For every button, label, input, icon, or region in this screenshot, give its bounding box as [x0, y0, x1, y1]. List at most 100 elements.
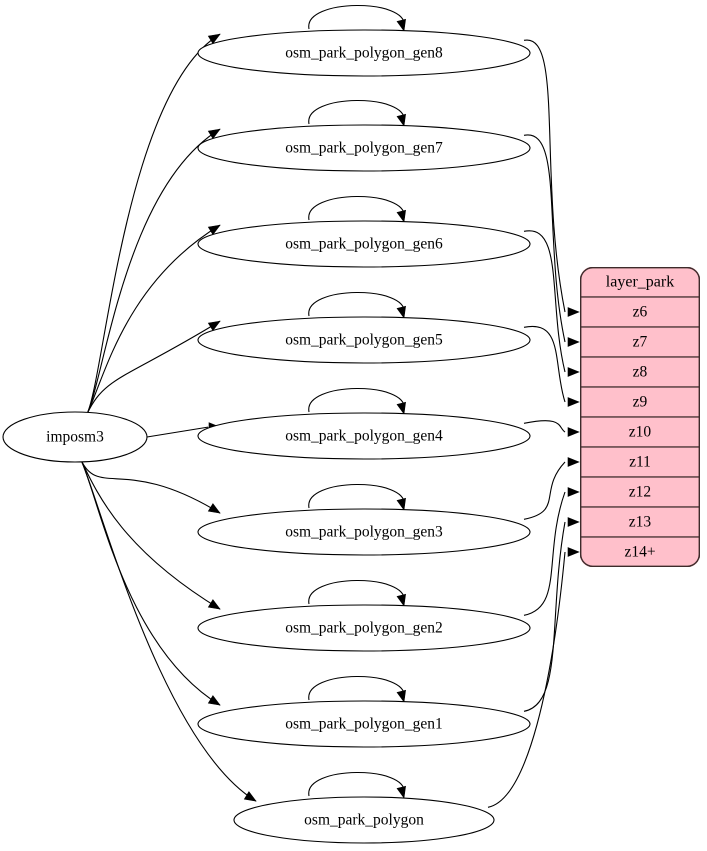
arrow-self-loop-gen4 — [396, 401, 406, 415]
node-gen5-label: osm_park_polygon_gen5 — [285, 332, 443, 349]
node-gen2[interactable]: osm_park_polygon_gen2 — [197, 604, 531, 652]
arrow-imposm3-to-gen6 — [207, 224, 221, 236]
layer-park-label-z9: z9 — [633, 394, 648, 411]
arrow-self-loop-gen6 — [396, 209, 406, 223]
node-gen2-shape — [197, 604, 531, 652]
node-gen6[interactable]: osm_park_polygon_gen6 — [197, 220, 531, 268]
edge-gen8-to-z6 — [523, 39, 566, 313]
arrow-imposm3-to-gen2 — [207, 599, 221, 610]
self-loop-gen1 — [308, 676, 405, 701]
edge-gen3-to-z11 — [523, 461, 566, 520]
node-gen8[interactable]: osm_park_polygon_gen8 — [197, 29, 531, 77]
arrow-self-loop-gen1 — [396, 689, 406, 703]
self-loop-gen8 — [308, 5, 405, 30]
arrow-gen8-to-z6 — [567, 307, 580, 317]
arrow-gen5-to-z9 — [567, 397, 580, 407]
edge-imposm3-to-gen1 — [80, 459, 221, 706]
edge-imposm3-to-gen4 — [146, 426, 209, 438]
arrow-gen1-to-z13 — [567, 517, 580, 527]
node-gen7-label: osm_park_polygon_gen7 — [285, 140, 443, 157]
arrow-gen3-to-z11 — [567, 457, 580, 467]
layer-park-row-z9[interactable] — [580, 386, 700, 418]
edge-imposm3-to-gen7 — [86, 128, 221, 415]
node-gen3[interactable]: osm_park_polygon_gen3 — [197, 508, 531, 556]
node-imposm3-shape — [2, 411, 148, 463]
arrow-gen7-to-z7 — [567, 337, 580, 347]
layer-park-label-z8: z8 — [633, 364, 648, 381]
arrow-gen2-to-z12 — [567, 487, 580, 497]
edge-gen6-to-z8 — [523, 230, 566, 373]
arrow-base-to-z14plus — [567, 547, 580, 557]
edge-imposm3-to-gen3 — [80, 459, 221, 514]
self-loop-gen3 — [308, 484, 405, 509]
node-gen1[interactable]: osm_park_polygon_gen1 — [197, 700, 531, 748]
layer-park-row-z10[interactable] — [580, 416, 700, 448]
arrow-imposm3-to-gen5 — [207, 320, 221, 332]
nodes-layer: imposm3 osm_park_polygon_gen8 osm_park_pol… — [2, 29, 531, 844]
node-gen5[interactable]: osm_park_polygon_gen5 — [197, 316, 531, 364]
self-loop-gen4 — [308, 388, 405, 413]
node-gen2-label: osm_park_polygon_gen2 — [285, 620, 443, 637]
node-gen8-shape — [197, 29, 531, 77]
edge-gen1-to-z13 — [523, 521, 566, 712]
arrow-self-loop-gen2 — [396, 593, 406, 607]
arrow-gen4-to-z10 — [567, 427, 580, 437]
node-gen6-shape — [197, 220, 531, 268]
arrow-self-loop-gen5 — [396, 305, 406, 319]
edge-imposm3-to-gen5 — [86, 320, 221, 415]
layer-park-title-label: layer_park — [606, 274, 674, 291]
node-imposm3[interactable]: imposm3 — [2, 411, 148, 463]
arrow-self-loop-gen8 — [396, 18, 406, 32]
arrow-imposm3-to-gen7 — [207, 128, 221, 140]
self-loop-gen7 — [308, 100, 405, 125]
node-gen6-label: osm_park_polygon_gen6 — [285, 236, 443, 253]
edge-imposm3-to-gen2 — [80, 459, 221, 610]
edge-gen7-to-z7 — [523, 134, 566, 343]
node-gen4-label: osm_park_polygon_gen4 — [285, 428, 443, 445]
edge-gen5-to-z9 — [523, 325, 566, 403]
edge-imposm3-to-gen6 — [86, 224, 221, 415]
arrow-gen6-to-z8 — [567, 367, 580, 377]
edge-imposm3-to-base — [80, 459, 257, 802]
node-gen4-shape — [197, 412, 531, 460]
arrow-self-loop-gen3 — [396, 497, 406, 511]
arrow-self-loop-base — [396, 785, 406, 799]
arrow-imposm3-to-gen1 — [207, 695, 221, 706]
node-gen1-shape — [197, 700, 531, 748]
node-gen1-label: osm_park_polygon_gen1 — [285, 716, 443, 733]
node-gen7[interactable]: osm_park_polygon_gen7 — [197, 124, 531, 172]
node-base[interactable]: osm_park_polygon — [233, 796, 495, 844]
self-loop-gen5 — [308, 292, 405, 317]
layer-park-outline — [580, 267, 701, 568]
node-gen3-shape — [197, 508, 531, 556]
layer-park-row-z14plus[interactable] — [580, 536, 700, 567]
node-gen3-label: osm_park_polygon_gen3 — [285, 524, 443, 541]
arrow-self-loop-gen7 — [396, 113, 406, 127]
layer-park-label-z12: z12 — [629, 484, 651, 501]
arrow-imposm3-to-base — [243, 791, 257, 802]
node-base-label: osm_park_polygon — [304, 812, 424, 829]
layer-park-label-z7: z7 — [633, 334, 648, 351]
layer-park-row-z11[interactable] — [580, 446, 700, 478]
self-loop-gen2 — [308, 580, 405, 605]
arrow-imposm3-to-gen8 — [207, 33, 221, 45]
node-imposm3-label: imposm3 — [46, 429, 104, 446]
layer-park-label-z13: z13 — [629, 514, 652, 531]
edge-gen4-to-z10 — [523, 420, 566, 433]
layer-park-title-cell — [580, 267, 700, 298]
node-gen5-shape — [197, 316, 531, 364]
layer-park-row-z12[interactable] — [580, 476, 700, 508]
edge-gen2-to-z12 — [523, 491, 566, 616]
node-base-shape — [233, 796, 495, 844]
layer-park-row-z13[interactable] — [580, 506, 700, 538]
node-gen7-shape — [197, 124, 531, 172]
layer-park-label-z10: z10 — [629, 424, 652, 441]
edge-imposm3-to-gen8 — [86, 33, 221, 415]
self-loop-gen6 — [308, 196, 405, 221]
node-gen4[interactable]: osm_park_polygon_gen4 — [197, 412, 531, 460]
layer-park-label-z6: z6 — [633, 304, 648, 321]
layer-park-label-z11: z11 — [629, 454, 651, 471]
